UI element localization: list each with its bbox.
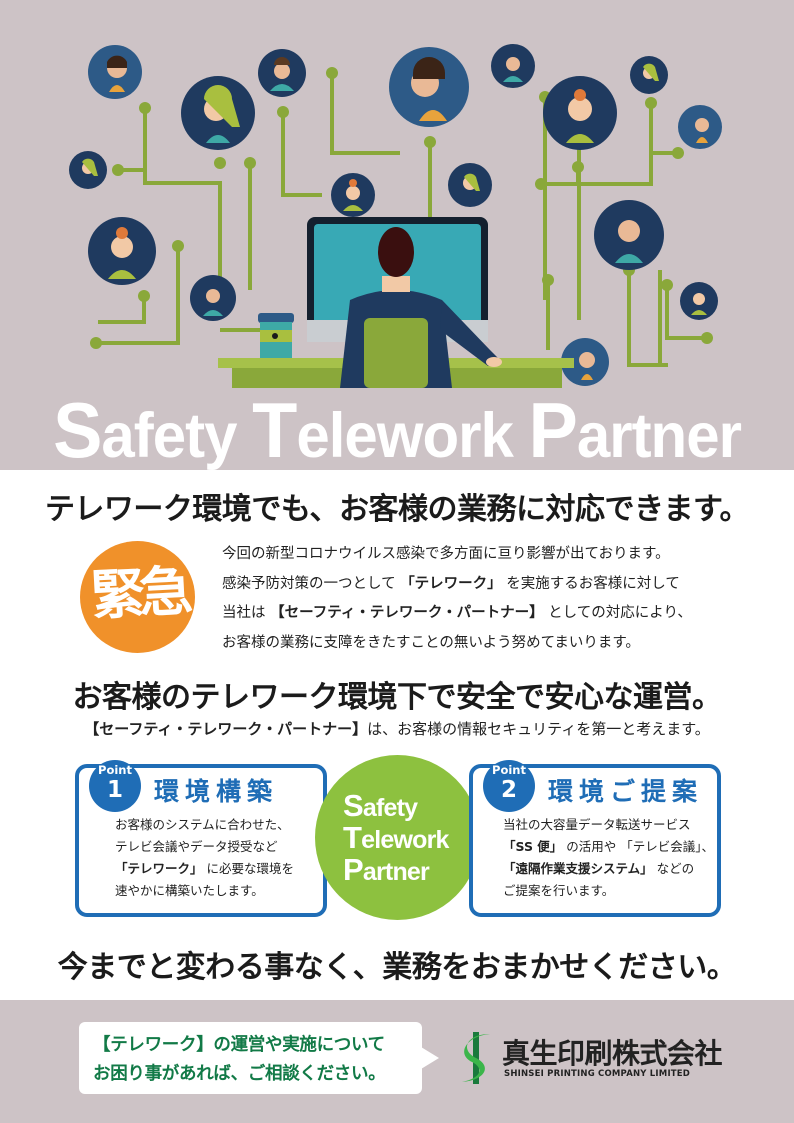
urgent-line: 感染予防対策の一つとして 「テレワーク」 を実施するお客様に対して	[222, 575, 680, 592]
point-2-badge: Point 2	[483, 760, 535, 812]
footer: 【テレワーク】の運営や実施について お困り事があれば、ご相談ください。 真生印刷…	[0, 1000, 794, 1123]
hero-title: Safety Telework Partner	[53, 386, 742, 470]
point-1-card: Point 1 環境構築 お客様のシステムに合わせた、 テレビ会議やデータ授受な…	[75, 760, 327, 917]
urgent-badge: 緊急	[80, 541, 195, 653]
point-1-body: お客様のシステムに合わせた、 テレビ会議やデータ授受など 「テレワーク」 に必要…	[115, 817, 294, 898]
urgent-badge-label: 緊急	[89, 559, 189, 628]
point-2-title: 環境ご提案	[548, 777, 704, 806]
point-1-badge: Point 1	[89, 760, 141, 812]
contact-line-2: お困り事があれば、ご相談ください。	[93, 1064, 386, 1084]
contact-speech-bubble: 【テレワーク】の運営や実施について お困り事があれば、ご相談ください。	[79, 1022, 439, 1094]
safety-telework-partner-logo: Safety Telework Partner	[315, 755, 480, 920]
urgent-line: お客様の業務に支障をきたすことの無いよう努めてまいります。	[222, 634, 640, 651]
urgent-line: 今回の新型コロナウイルス感染で多方面に亘り影響が出ております。	[222, 546, 670, 562]
point-2-body: 当社の大容量データ転送サービス 「SS 便」 の活用や 「テレビ会議」、 「遠隔…	[503, 817, 714, 898]
point-2-card: Point 2 環境ご提案 当社の大容量データ転送サービス 「SS 便」 の活用…	[469, 760, 721, 917]
urgent-line: 当社は 【セーフティ・テレワーク・パートナー】 としての対応により、	[222, 605, 692, 621]
urgent-message: 今回の新型コロナウイルス感染で多方面に亘り影響が出ております。 感染予防対策の一…	[222, 540, 762, 658]
hero-banner: Safety Telework Partner	[0, 0, 794, 470]
headline-leave-it-to-us: 今までと変わる事なく、業務をおまかせください。	[57, 950, 737, 985]
point-1-title: 環境構築	[154, 777, 279, 806]
telework-illustration	[69, 44, 722, 388]
company-name-en: SHINSEI PRINTING COMPANY LIMITED	[504, 1069, 691, 1079]
contact-line-1: 【テレワーク】の運営や実施について	[93, 1035, 385, 1055]
security-statement: 【セーフティ・テレワーク・パートナー】は、お客様の情報セキュリティを第一と考えま…	[84, 720, 710, 738]
company-logo: 真生印刷株式会社 SHINSEI PRINTING COMPANY LIMITE…	[452, 1028, 742, 1088]
headline-telework-support: テレワーク環境でも、お客様の業務に対応できます。	[44, 492, 750, 527]
company-name-jp: 真生印刷株式会社	[502, 1037, 723, 1070]
shinsei-s-logo-icon	[462, 1032, 490, 1084]
headline-safe-operation: お客様のテレワーク環境下で安全で安心な運営。	[72, 680, 723, 715]
